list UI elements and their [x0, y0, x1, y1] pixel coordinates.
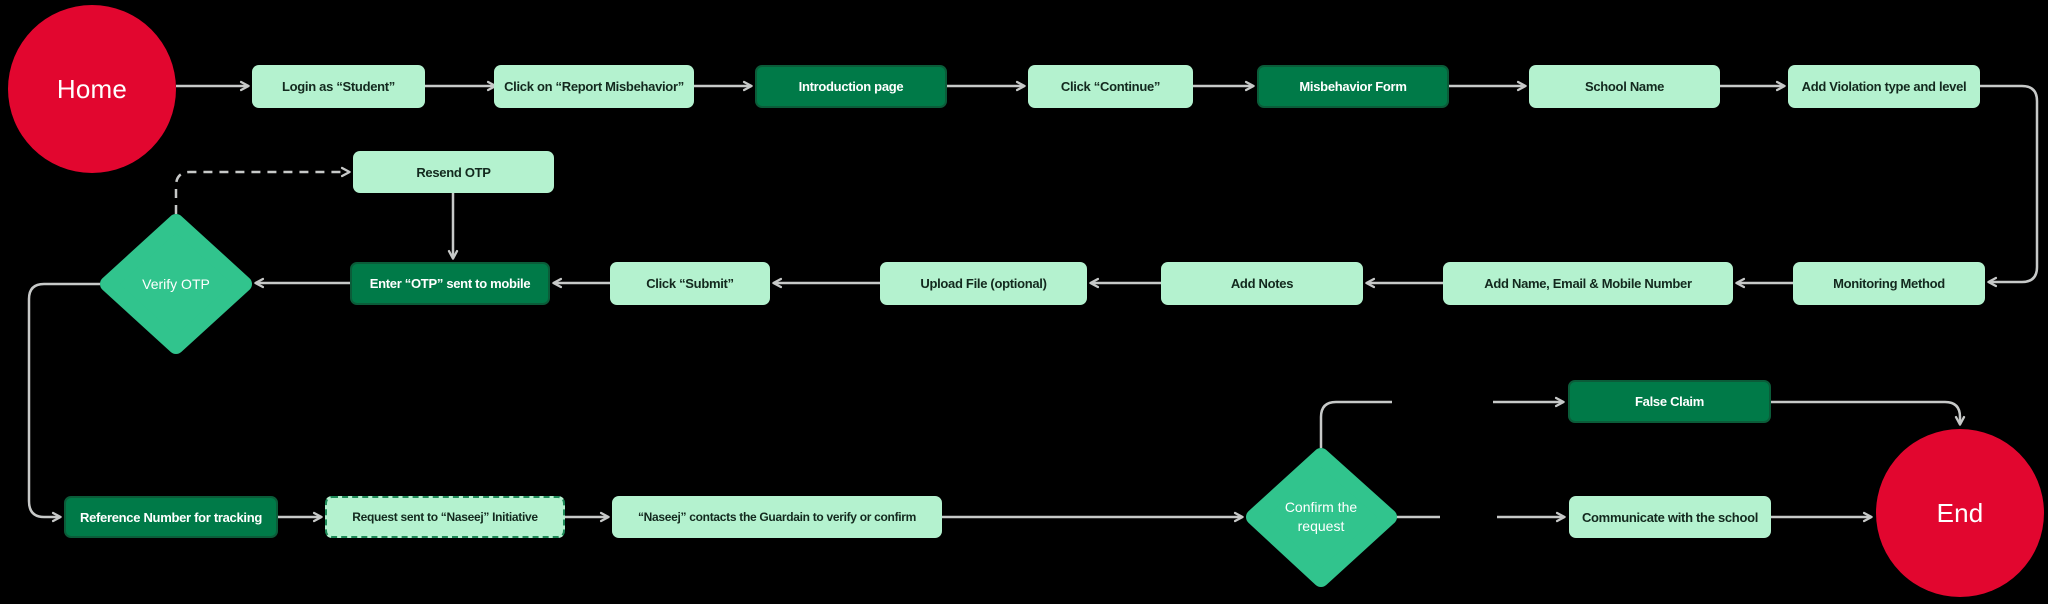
start-node-home: Home — [8, 5, 176, 173]
connector-false-claim-to-end — [1771, 400, 1966, 426]
connector-violation-to-monitoring — [1980, 84, 2039, 288]
node-add-violation-type: Add Violation type and level — [1788, 65, 1980, 108]
node-naseej-contacts-guardian: “Naseej” contacts the Guardain to verify… — [612, 496, 942, 538]
node-misbehavior-form: Misbehavior Form — [1257, 65, 1449, 108]
node-communicate-with-school: Communicate with the school — [1569, 496, 1771, 538]
node-reference-number: Reference Number for tracking — [64, 496, 278, 538]
decision-verify-otp-shape — [100, 214, 252, 354]
decision-confirm-request-shape — [1246, 448, 1397, 587]
node-login-as-student: Login as “Student” — [252, 65, 425, 108]
connector-verify-to-resend-dashed — [174, 166, 351, 214]
node-add-notes: Add Notes — [1161, 262, 1363, 305]
node-false-claim: False Claim — [1568, 380, 1771, 423]
node-school-name: School Name — [1529, 65, 1720, 108]
node-enter-otp: Enter “OTP” sent to mobile — [350, 262, 550, 305]
end-node: End — [1876, 429, 2044, 597]
start-node-label: Home — [56, 73, 128, 104]
end-node-label: End — [1936, 497, 1984, 528]
node-click-continue: Click “Continue” — [1028, 65, 1193, 108]
decision-verify-otp-label: Verify OTP — [142, 275, 210, 292]
node-introduction-page: Introduction page — [755, 65, 947, 108]
node-request-sent-naseej: Request sent to “Naseej” Initiative — [325, 496, 565, 538]
connector-verify-to-reference — [27, 282, 100, 523]
node-click-report-misbehavior: Click on “Report Misbehavior” — [494, 65, 694, 108]
decision-confirm-request-label: Confirm the request — [1284, 499, 1358, 534]
node-click-submit: Click “Submit” — [610, 262, 770, 305]
node-monitoring-method: Monitoring Method — [1793, 262, 1985, 305]
node-upload-file: Upload File (optional) — [880, 262, 1087, 305]
node-add-name-email-mobile: Add Name, Email & Mobile Number — [1443, 262, 1733, 305]
node-resend-otp: Resend OTP — [353, 151, 554, 193]
connector-confirm-to-false-claim-stub — [1319, 400, 1392, 448]
